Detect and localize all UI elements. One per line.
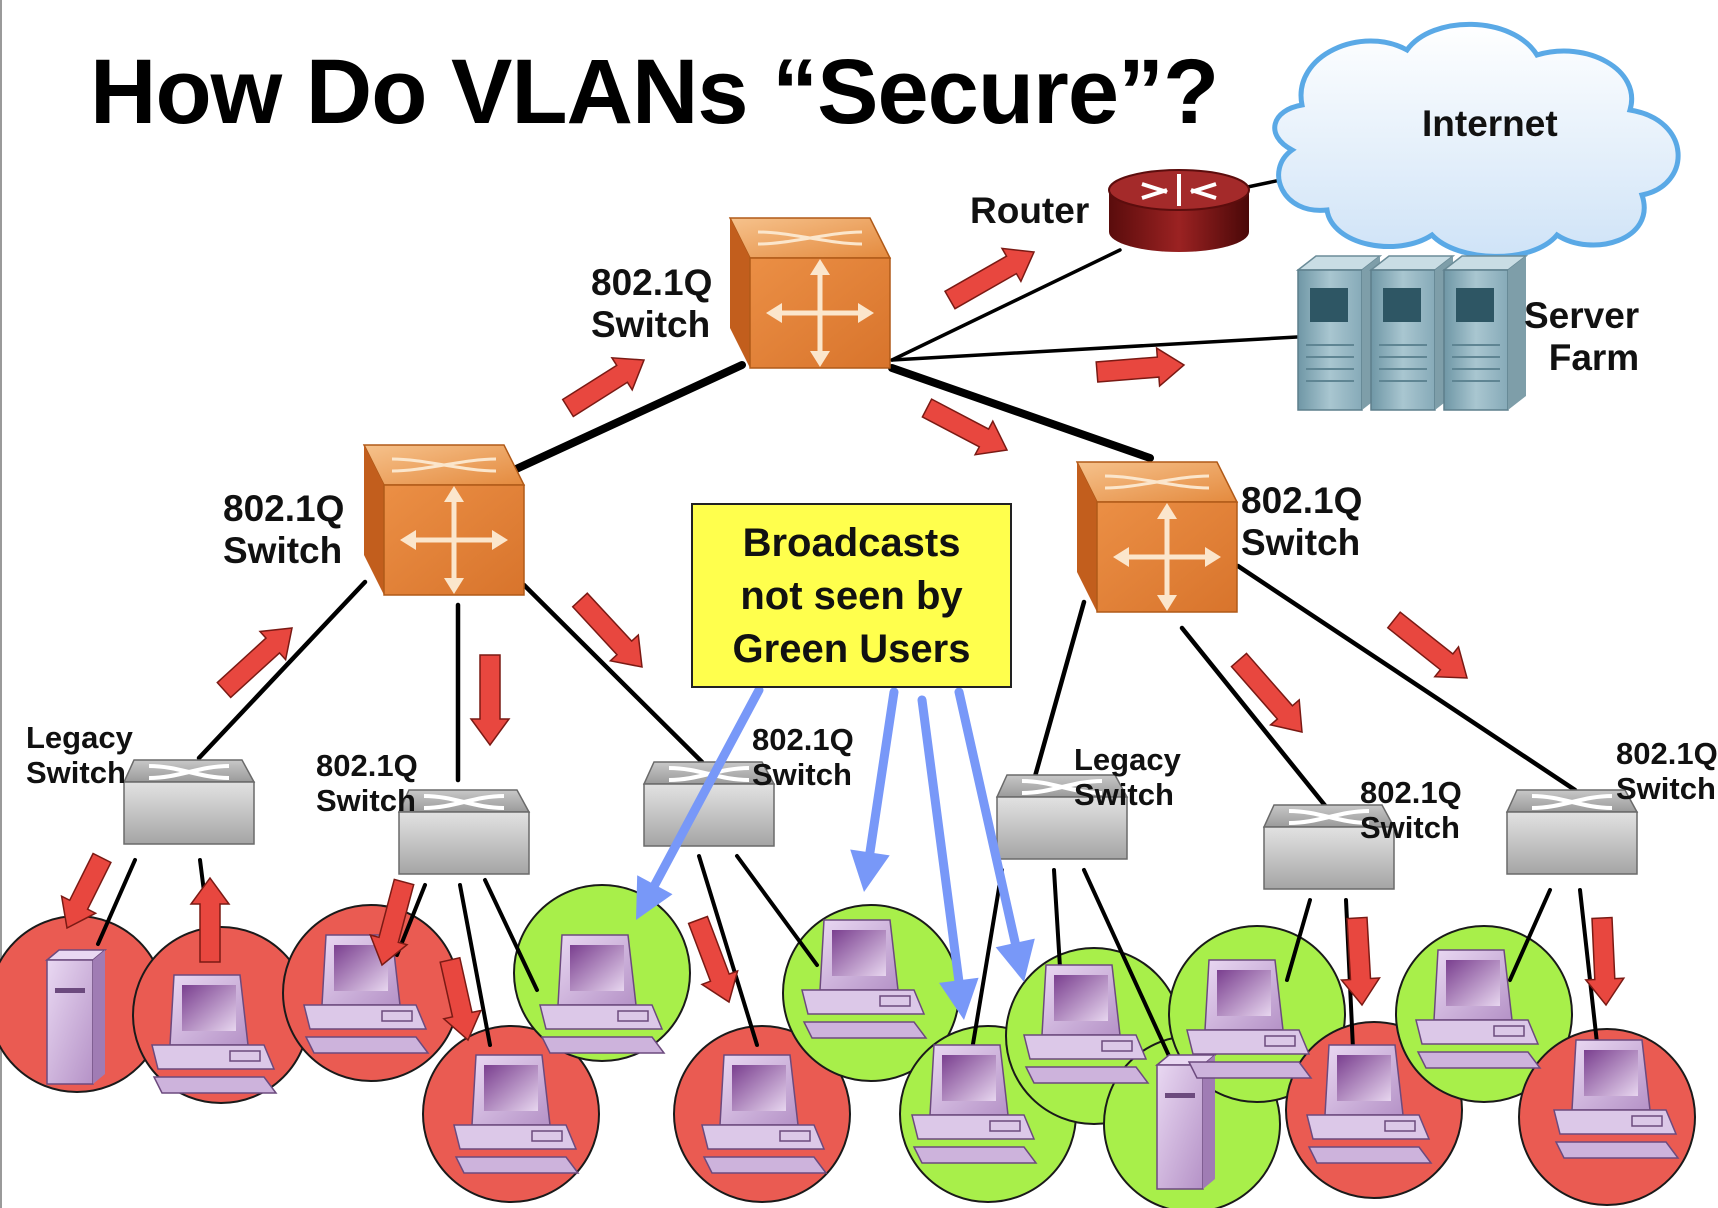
broadcast-arrow (369, 878, 415, 967)
right-switch-label: 802.1Q Switch (1241, 480, 1363, 564)
broadcast-arrow (189, 876, 231, 963)
trunk-core-left (510, 361, 746, 474)
workstation-icon (453, 1054, 580, 1174)
access-switch-3-icon (642, 761, 776, 847)
access-link (96, 858, 137, 946)
core-layer3-switch-icon (728, 217, 892, 369)
workstation-icon (1306, 1044, 1433, 1164)
traffic-arrows (60, 247, 1626, 1042)
broadcast-arrow (1095, 346, 1186, 388)
workstation-icon (701, 1054, 828, 1174)
workstation-icon (1186, 959, 1313, 1079)
blue-arrow-shaft (865, 687, 899, 857)
left-switch-label: 802.1Q Switch (223, 488, 345, 572)
link-line (521, 582, 705, 765)
blue-arrow-head (636, 875, 673, 920)
link-line (1179, 625, 1330, 811)
broadcast-callout: Broadcasts not seen by Green Users (691, 503, 1012, 688)
access-link (970, 868, 1004, 1052)
access-link (1082, 868, 1182, 1082)
broadcast-arrow (1386, 611, 1468, 679)
access-link (697, 854, 759, 1047)
access-link (735, 854, 819, 967)
broadcast-arrow (1230, 652, 1303, 733)
blue-arrow-shaft (954, 687, 1020, 948)
access-switch-5-label: 802.1Q Switch (1360, 775, 1462, 846)
workstation-icon (801, 919, 928, 1039)
broadcast-arrow (1339, 916, 1381, 1007)
broadcast-arrow (60, 852, 112, 930)
access-link (458, 883, 492, 1047)
workstation-icon (539, 934, 666, 1054)
access-switch-6-label: 802.1Q Switch (1616, 736, 1718, 807)
left-layer3-switch-icon (362, 444, 526, 596)
broadcast-arrow (571, 592, 643, 668)
access-link (1508, 888, 1552, 982)
blue-arrow-head (995, 938, 1035, 982)
blue-arrow-head (850, 849, 890, 892)
workstation-icon (1023, 964, 1150, 1084)
access-switch-3-label: 802.1Q Switch (752, 722, 854, 793)
internet-cloud-icon (1272, 21, 1681, 259)
workstation-icon (151, 974, 278, 1094)
blue-arrow-head (939, 977, 979, 1020)
legacy-switch-left-label: Legacy Switch (26, 720, 133, 791)
broadcast-arrow (469, 654, 511, 747)
legacy-switch-left-icon (122, 759, 256, 845)
slide-title: How Do VLANs “Secure”? (90, 41, 1219, 143)
tower-server-icon (1154, 1054, 1218, 1190)
broadcast-arrow (1584, 916, 1626, 1007)
broadcast-arrow (561, 356, 646, 418)
router-label: Router (970, 190, 1090, 231)
server-farm-label: Server Farm (1524, 295, 1640, 379)
link-line (196, 579, 368, 761)
tower-server-icon (44, 949, 108, 1085)
workstation-icon (911, 1044, 1038, 1164)
core-switch-label: 802.1Q Switch (591, 262, 713, 346)
broadcast-arrow (439, 956, 483, 1042)
link-core-router (890, 248, 1122, 362)
server-farm-icon (1295, 255, 1529, 411)
link-line (1031, 599, 1087, 783)
network-devices (44, 21, 1681, 1190)
legacy-switch-right-label: Legacy Switch (1074, 742, 1181, 813)
workstation-icon (1415, 949, 1542, 1069)
access-link (483, 878, 539, 992)
broadcast-arrow (216, 627, 293, 699)
right-layer3-switch-icon (1075, 461, 1239, 613)
access-switch-2-label: 802.1Q Switch (316, 748, 418, 819)
network-links (96, 163, 1602, 1082)
link-core-servers (890, 335, 1299, 362)
broadcast-arrow (943, 247, 1036, 310)
blue-arrow-shaft (650, 685, 764, 890)
blue-arrow-shaft (917, 695, 964, 985)
access-link (1285, 898, 1312, 982)
legacy-switch-right-icon (995, 774, 1129, 860)
router-icon (1108, 169, 1250, 252)
link-line (1235, 563, 1578, 793)
workstation-icon (1553, 1039, 1680, 1159)
access-switch-6-icon (1505, 789, 1639, 875)
access-switch-2-icon (397, 789, 531, 875)
broadcast-arrow (921, 398, 1009, 456)
broadcast-arrow (687, 915, 739, 1004)
trunk-core-right (888, 364, 1154, 462)
access-switch-5-icon (1262, 804, 1396, 890)
internet-label: Internet (1422, 103, 1558, 144)
